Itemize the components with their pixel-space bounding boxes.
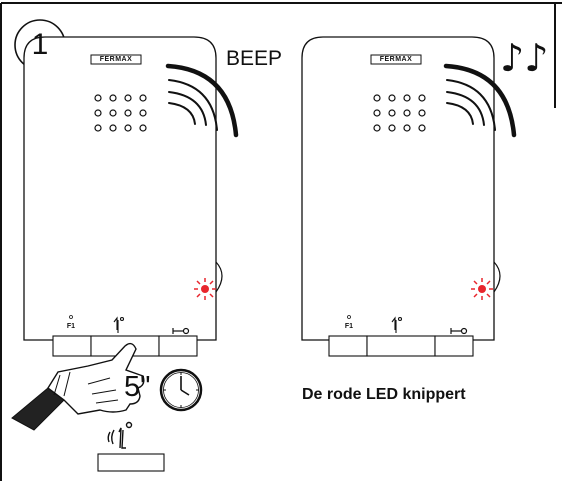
right-intercom-device [301, 36, 517, 357]
speaker-waves-icon [443, 63, 517, 138]
speaker-waves-icon [165, 63, 239, 138]
step-number: 1 [31, 28, 49, 61]
music-notes-icon: ♪♪ [500, 36, 549, 80]
left-f1-label: F1 [66, 323, 76, 330]
left-speaker-grille [94, 94, 147, 132]
led-blink-caption: De rode LED knippert [302, 386, 466, 403]
right-brand-plate [370, 54, 422, 65]
hold-time-label: 5" [124, 371, 151, 403]
left-brand-label: FERMAX [99, 56, 133, 63]
call-button [97, 453, 165, 472]
finger-press-icon [11, 342, 145, 431]
talk-icon [107, 421, 133, 449]
left-intercom-device [23, 36, 239, 357]
talk-icon [113, 316, 125, 333]
right-button-bar [328, 335, 474, 357]
clock-icon [159, 368, 203, 412]
door-key-icon [172, 327, 190, 335]
beep-label: BEEP [226, 47, 283, 70]
right-speaker-grille [373, 94, 426, 132]
door-key-icon [450, 327, 468, 335]
right-f1-label: F1 [344, 323, 354, 330]
left-brand-plate [90, 54, 142, 65]
led-icon [194, 278, 216, 300]
right-brand-label: FERMAX [379, 56, 413, 63]
led-icon [471, 278, 493, 300]
talk-icon [391, 316, 403, 333]
